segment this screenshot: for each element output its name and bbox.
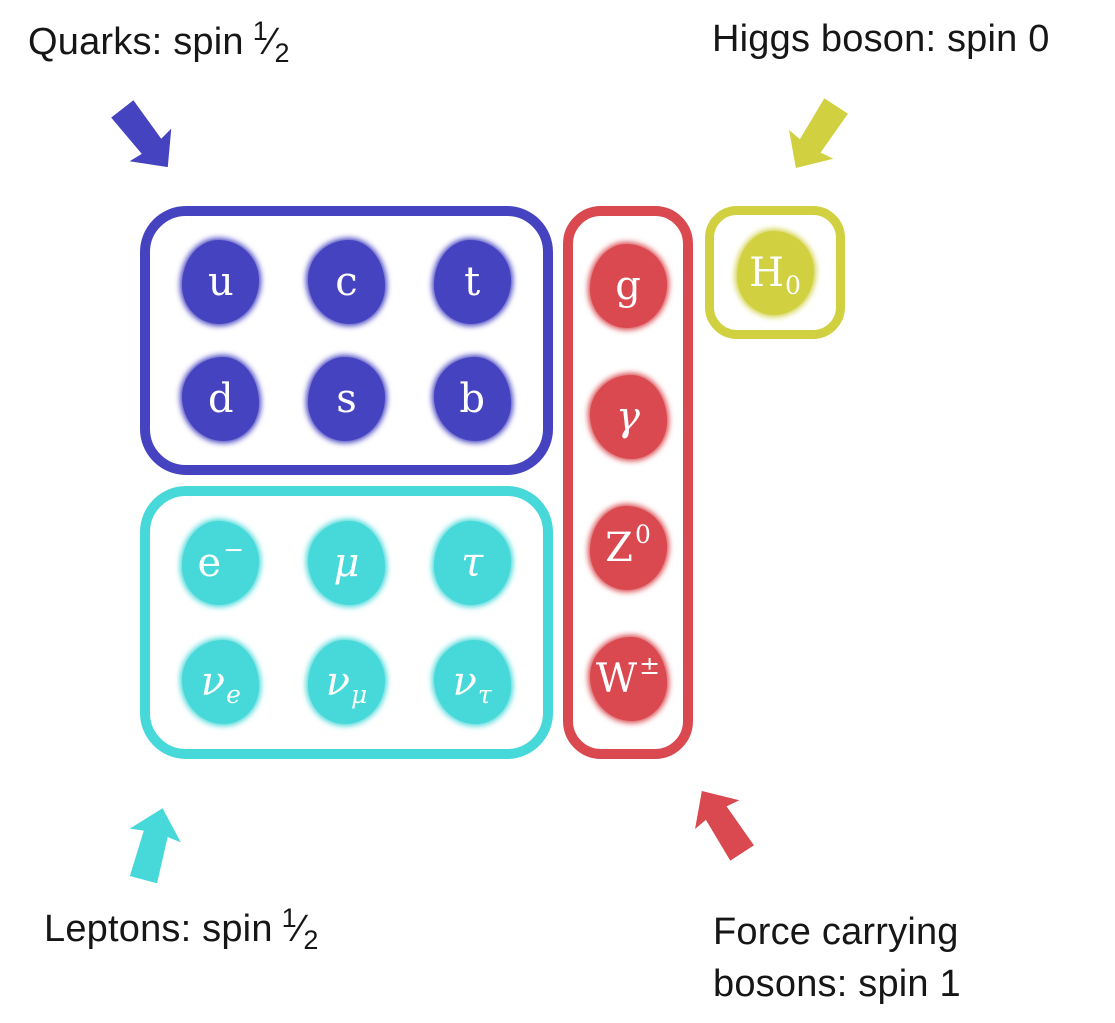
particle-b: b	[433, 356, 511, 441]
bosons-arrow-icon	[695, 790, 754, 861]
particle-gluon: g	[589, 243, 667, 328]
particle-s: s	[307, 356, 385, 441]
higgs-title: Higgs boson: spin 0	[712, 18, 1050, 60]
bosons-title-line1: Force carrying	[713, 911, 959, 953]
particle-t: t	[433, 240, 511, 325]
leptons-arrow-icon	[129, 808, 181, 884]
leptons-spin-fraction: 1⁄2	[281, 903, 319, 955]
quarks-title-text: Quarks: spin	[28, 21, 244, 63]
particle-photon: γ	[589, 374, 667, 459]
particle-electron: e−	[182, 521, 260, 606]
bosons-title: Force carrying bosons: spin 1	[713, 906, 961, 1011]
quarks-arrow-icon	[111, 100, 172, 168]
particle-tau: τ	[433, 521, 511, 606]
particle-d: d	[182, 356, 260, 441]
box-quarks: u c t d s b	[140, 206, 553, 475]
particle-w-boson: W±	[589, 637, 667, 722]
particle-u: u	[182, 240, 260, 325]
higgs-arrow-icon	[789, 98, 848, 169]
leptons-title-text: Leptons: spin	[44, 908, 273, 950]
bosons-title-line2: bosons: spin 1	[713, 963, 961, 1006]
particle-c: c	[307, 240, 385, 325]
quarks-spin-fraction: 1⁄2	[252, 16, 290, 68]
particle-muon: μ	[307, 521, 385, 606]
